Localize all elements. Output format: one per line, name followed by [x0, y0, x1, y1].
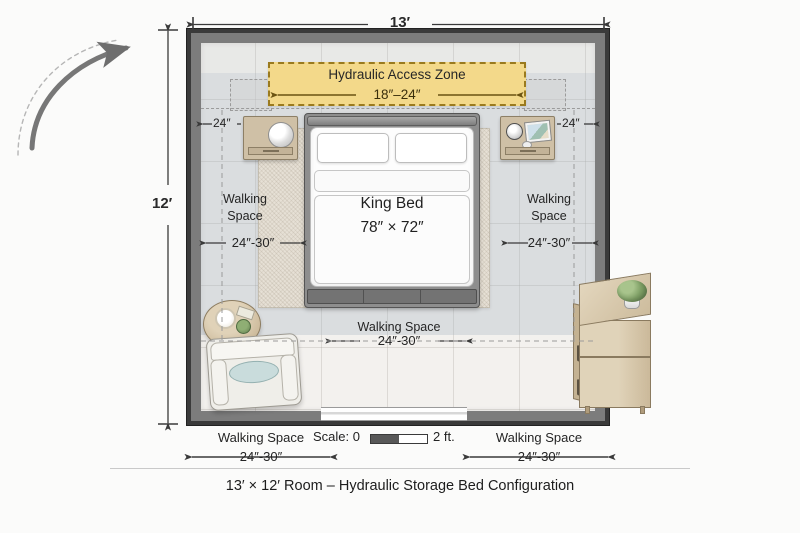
nightstand-drawer: [505, 147, 550, 155]
pillow-left: [317, 133, 389, 163]
small-plant-icon: [236, 319, 251, 334]
lift-path-guide: [17, 39, 119, 156]
walking-space-bottom-value: 24″-30″: [377, 333, 421, 348]
scale-suffix-label: 2 ft.: [433, 429, 455, 444]
dresser-leg: [585, 406, 590, 414]
armchair-arm-left: [210, 358, 230, 406]
scale-bar: [370, 434, 428, 444]
dresser-divider: [579, 356, 651, 358]
lamp-icon: [268, 122, 294, 148]
walking-space-left-value: 24″-30″: [231, 235, 275, 250]
nightstand-left-clearance: 24″: [213, 116, 231, 130]
hydraulic-clearance-label: 18″–24″: [373, 87, 421, 102]
nightstand-drawer: [248, 147, 293, 155]
ghost-guide-left: [230, 79, 272, 111]
caption-divider: [110, 468, 690, 469]
walking-space-left-title1: Walking: [223, 192, 267, 206]
bed-label: King Bed: [360, 195, 424, 212]
hydraulic-access-zone: [268, 62, 526, 106]
bed-headboard: [307, 116, 477, 126]
bed-sheet-fold: [314, 170, 470, 192]
walking-space-br-value: 24″-30″: [517, 449, 561, 464]
potted-plant-icon: [617, 280, 647, 310]
walking-space-right-title1: Walking: [527, 192, 571, 206]
bed-dimensions: 78″ × 72″: [360, 219, 424, 236]
walking-space-bottom-title: Walking Space: [357, 320, 441, 334]
bed-duvet: [314, 195, 470, 284]
hydraulic-zone-label: Hydraulic Access Zone: [328, 67, 466, 82]
bed-storage-base: [307, 289, 477, 304]
armchair-seat-cushion: [228, 359, 280, 385]
ghost-guide-right: [524, 79, 566, 111]
cup-icon: [215, 308, 236, 329]
ghost-guide-line: [201, 108, 595, 109]
walking-space-bl-value: 24″-30″: [239, 449, 283, 464]
armchair-arm-right: [279, 354, 300, 402]
pillow-right: [395, 133, 467, 163]
dresser-leg: [640, 406, 645, 414]
nightstand-right-clearance: 24″: [562, 116, 580, 130]
king-bed: [304, 113, 480, 308]
walking-space-right-value: 24″-30″: [527, 235, 571, 250]
walking-space-left-title2: Space: [227, 209, 263, 223]
dresser-body: [579, 320, 651, 408]
lift-path-arrow: [29, 41, 131, 151]
storage-section: [421, 290, 476, 303]
figure-caption: 13′ × 12′ Room – Hydraulic Storage Bed C…: [225, 478, 575, 494]
book-icon: [235, 305, 256, 321]
storage-section: [308, 290, 365, 303]
walking-space-right-title2: Space: [531, 209, 567, 223]
room-width-label: 13′: [389, 14, 411, 31]
nightstand-left: [243, 116, 298, 160]
dresser-cabinet: [573, 272, 651, 414]
plant-foliage: [617, 280, 647, 302]
storage-section: [364, 290, 421, 303]
photo-frame-icon: [523, 119, 553, 144]
room-height-label: 12′: [152, 195, 173, 212]
walking-space-bl-title: Walking Space: [217, 430, 305, 445]
nightstand-right: [500, 116, 555, 160]
clock-icon: [506, 123, 523, 140]
armchair: [205, 332, 303, 412]
scale-prefix-label: Scale: 0: [313, 429, 360, 444]
hydraulic-lift-arrow: [17, 39, 131, 156]
door-opening: [321, 407, 467, 421]
walking-space-br-title: Walking Space: [495, 430, 583, 445]
